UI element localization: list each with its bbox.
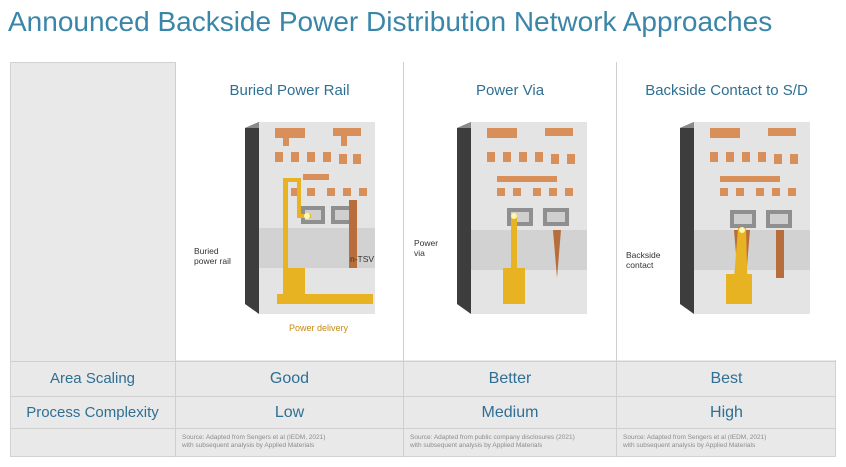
power-via-label: Power via xyxy=(414,238,439,258)
source-note-1: Source: Adapted from Sengers et al (IEDM… xyxy=(182,434,326,449)
column-divider xyxy=(616,62,617,457)
page-title: Announced Backside Power Distribution Ne… xyxy=(8,6,773,37)
row-divider xyxy=(10,428,836,429)
row-label-process-complexity: Process Complexity xyxy=(26,404,159,421)
power-delivery-label: Power delivery xyxy=(289,323,349,333)
row-divider xyxy=(10,361,836,362)
cell-process-complexity-1: Low xyxy=(274,404,305,421)
column-heading-1: Buried Power Rail xyxy=(229,82,350,99)
backside-contact-label: Backside contact xyxy=(626,250,661,270)
column-heading-3: Backside Contact to S/D xyxy=(645,82,808,99)
n-tsv-label: n-TSV xyxy=(350,254,375,264)
column-divider xyxy=(403,62,404,457)
buried-power-rail-label: Buried power rail xyxy=(194,246,231,266)
column-divider xyxy=(175,62,176,457)
buried-power-rail-diagram xyxy=(245,122,375,314)
cell-area-scaling-3: Best xyxy=(710,370,743,387)
cell-area-scaling-2: Better xyxy=(488,370,532,387)
source-note-3: Source: Adapted from Sengers et al (IEDM… xyxy=(623,434,767,449)
row-divider xyxy=(10,396,836,397)
column-heading-2: Power Via xyxy=(475,82,545,99)
backside-contact-diagram xyxy=(680,122,810,314)
cell-process-complexity-2: Medium xyxy=(481,404,539,421)
cell-area-scaling-1: Good xyxy=(269,370,310,387)
source-note-2: Source: Adapted from public company disc… xyxy=(410,434,575,449)
row-label-area-scaling: Area Scaling xyxy=(49,370,136,387)
cell-process-complexity-3: High xyxy=(710,404,743,421)
power-via-diagram xyxy=(457,122,587,314)
